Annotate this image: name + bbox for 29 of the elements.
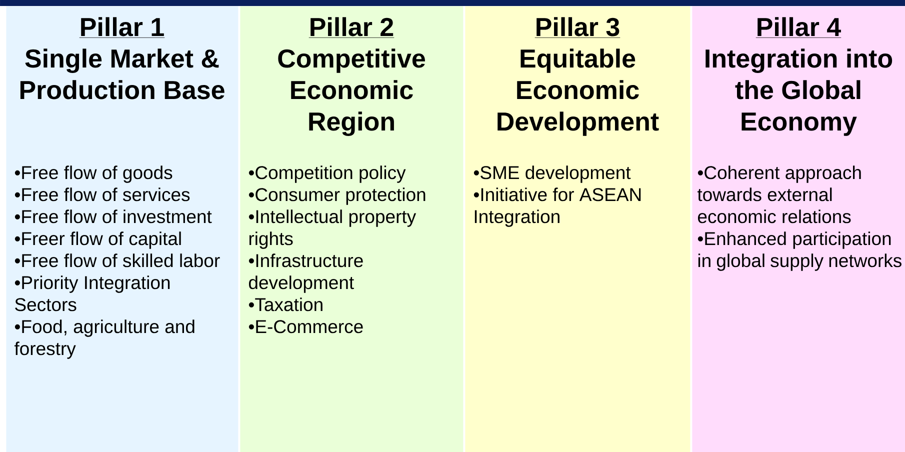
- bullet-item: •Free flow of services: [14, 188, 190, 202]
- bullet-item: •Coherent approach towards external economic relations: [697, 166, 861, 224]
- bullet-item: •Food, agriculture and forestry: [14, 320, 194, 359]
- pillar-column: [692, 6, 905, 452]
- pillar-heading: Pillar 1: [79, 17, 165, 38]
- pillar-column: [6, 6, 238, 452]
- bullet-item: •Free flow of goods: [14, 166, 172, 183]
- bullet-item: •Taxation: [248, 298, 322, 312]
- pillar-heading: Pillar 3: [534, 17, 620, 38]
- pillar-title: Single Market & Production Base: [20, 48, 224, 100]
- pillar-column: [240, 6, 464, 452]
- pillar-title: Equitable Economic Development: [498, 48, 659, 136]
- bullet-item: •E-Commerce: [248, 320, 363, 334]
- bullet-item: •Infrastructure development: [248, 254, 363, 293]
- pillar-heading: Pillar 4: [756, 17, 842, 38]
- bullet-item: •SME development: [474, 166, 631, 183]
- pillar-title: Competitive Economic Region: [278, 48, 425, 136]
- bullet-item: •Enhanced participation in global supply networks: [698, 232, 902, 271]
- bullet-item: •Initiative for ASEAN Integration: [474, 188, 641, 227]
- bullet-item: •Intellectual property rights: [248, 210, 416, 249]
- bullet-item: •Free flow of investment: [14, 210, 212, 224]
- pillar-column: [465, 6, 690, 452]
- bullet-item: •Free flow of skilled labor: [14, 254, 220, 268]
- bullet-item: •Consumer protection: [248, 188, 426, 205]
- pillar-title: Integration into the Global Economy: [706, 48, 892, 136]
- bullet-item: •Priority Integration Sectors: [14, 276, 170, 312]
- bullet-item: •Freer flow of capital: [14, 232, 181, 249]
- pillar-heading: Pillar 2: [308, 17, 394, 38]
- bullet-item: •Competition policy: [248, 166, 406, 183]
